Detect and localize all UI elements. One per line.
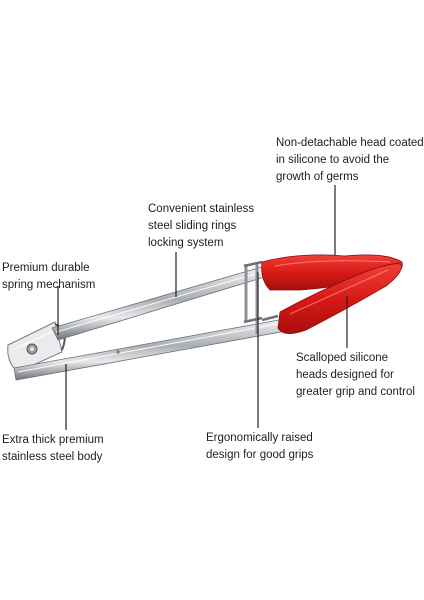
sliding-rings (243, 260, 279, 334)
callout-head: Non-detachable head coated in silicone t… (276, 137, 424, 183)
callout-scalloped: Scalloped silicone heads designed for gr… (296, 352, 415, 398)
callout-rings: Convenient stainless steel sliding rings… (148, 203, 255, 249)
silicone-head-lower (277, 263, 402, 334)
callout-ergonomic: Ergonomically raised design for good gri… (206, 432, 314, 461)
callout-body: Extra thick premium stainless steel body (2, 434, 104, 463)
callout-spring: Premium durable spring mechanism (2, 262, 96, 291)
leader-lines (57, 185, 348, 430)
spring-mechanism (7, 321, 66, 373)
upper-arm (51, 265, 269, 341)
